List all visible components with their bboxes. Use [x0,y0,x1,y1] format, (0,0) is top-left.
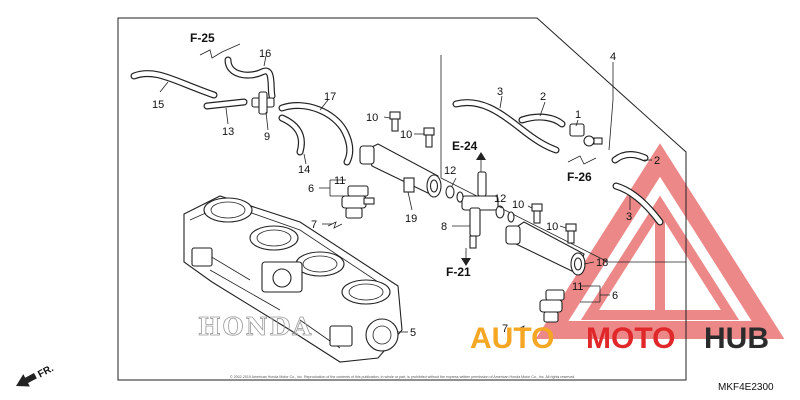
joint-9 [251,91,275,115]
fuel-rail-18 [505,221,586,276]
callout-11-right: 11 [572,281,583,293]
hose-2-upper [518,113,566,128]
watermark-wordmark: AUTO MOTO HUB [470,322,769,355]
hose-16 [224,56,276,100]
callout-3-lower: 3 [626,211,632,223]
callout-19: 19 [405,213,417,225]
callout-16: 16 [259,48,271,60]
ref-f26: F-26 [567,170,592,184]
watermark-logo-triangle [535,143,785,339]
hose-2-lower [611,151,649,164]
o-ring-12-right [495,205,515,223]
ref-arrow-e24 [476,152,486,172]
front-label: FR. [36,363,56,380]
callout-10-a: 10 [366,112,378,124]
watermark-moto: MOTO [586,322,675,355]
callout-leaders [159,55,652,333]
diagram-frame [117,17,687,381]
callout-12-left: 12 [444,165,456,177]
callout-14: 14 [298,164,310,176]
o-ring-12-left [445,185,464,203]
engine-brand-mark: HONDA [198,312,313,342]
hose-14 [278,114,305,156]
callout-10-d: 10 [546,221,558,233]
callout-13: 13 [222,126,234,138]
callout-12-right: 12 [494,193,506,205]
bolt-10-right-upper [531,203,543,224]
tee-joint-8 [461,171,499,249]
callout-6-left: 6 [308,183,314,195]
callout-5: 5 [410,327,416,339]
assembly-4-boundary [440,55,686,263]
hose-17 [278,102,354,166]
callout-2-upper: 2 [540,91,546,103]
ref-arrow-f26 [567,155,597,165]
callout-15: 15 [152,99,164,111]
injector-right [515,289,565,333]
callout-4: 4 [610,51,616,63]
injector-left [327,185,375,229]
callout-9: 9 [264,131,270,143]
callout-18: 18 [596,257,608,269]
callout-17: 17 [324,91,336,103]
hose-13 [203,98,248,110]
fuel-rail-19 [359,143,442,198]
hose-3-lower [612,182,664,226]
callout-10-b: 10 [400,129,412,141]
copyright-notice: © 2002-2019 American Honda Motor Co., In… [230,375,575,379]
bolt-10-middle [423,127,435,148]
ref-f21: F-21 [446,265,471,279]
ref-f25: F-25 [190,31,215,45]
callout-11-left: 11 [334,175,345,187]
throttle-body-5 [183,195,403,363]
hose-15 [130,70,218,99]
hose-3-upper [452,99,560,154]
callout-7-left: 7 [311,219,317,231]
ref-arrow-f21 [461,248,471,266]
valve-1 [569,123,603,147]
watermark-auto: AUTO [470,322,554,355]
callout-1: 1 [575,109,581,121]
callout-3-upper: 3 [497,86,503,98]
ref-arrow-f25 [199,43,241,59]
callout-10-c: 10 [512,199,524,211]
part-code: MKF4E2300 [718,382,774,393]
bolt-10-right-lower [565,223,577,244]
callout-2-lower: 2 [654,155,660,167]
bolt-10-upper [389,111,401,132]
watermark-hub: HUB [704,322,769,355]
callout-6-right: 6 [612,290,618,302]
ref-e24: E-24 [452,139,478,153]
svg-text:HONDA: HONDA [198,312,313,341]
front-direction-indicator: FR. [16,363,56,387]
callout-7-right: 7 [502,323,508,335]
callout-8: 8 [441,221,447,233]
